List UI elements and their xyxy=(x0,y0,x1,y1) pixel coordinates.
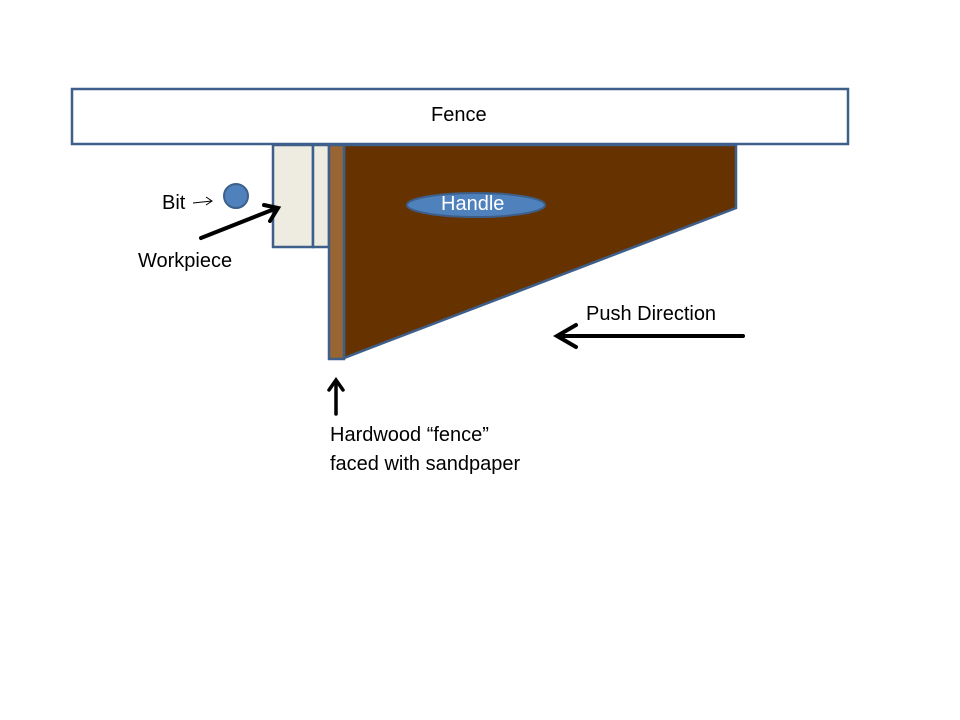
hardwood-fence-strip xyxy=(327,143,346,361)
fence-label: Fence xyxy=(431,104,487,126)
workpiece-block xyxy=(271,143,315,249)
sled-body xyxy=(342,143,738,360)
hardwood-label-line2: faced with sandpaper xyxy=(330,453,521,475)
bit-arrow-icon xyxy=(192,196,213,206)
workpiece-arrow-icon xyxy=(199,203,282,240)
push-direction-label: Push Direction xyxy=(586,303,717,325)
workpiece-block-inner xyxy=(311,143,331,249)
hardwood-arrow-icon xyxy=(327,376,345,416)
handle-label: Handle xyxy=(441,193,505,215)
hardwood-label-line1: Hardwood “fence” xyxy=(330,424,489,446)
router-bit xyxy=(223,183,249,209)
handle-ellipse xyxy=(406,192,546,218)
workpiece-label: Workpiece xyxy=(138,250,233,272)
fence-bar xyxy=(70,87,850,146)
push-direction-arrow-icon xyxy=(553,323,745,349)
bit-label: Bit xyxy=(162,192,186,214)
